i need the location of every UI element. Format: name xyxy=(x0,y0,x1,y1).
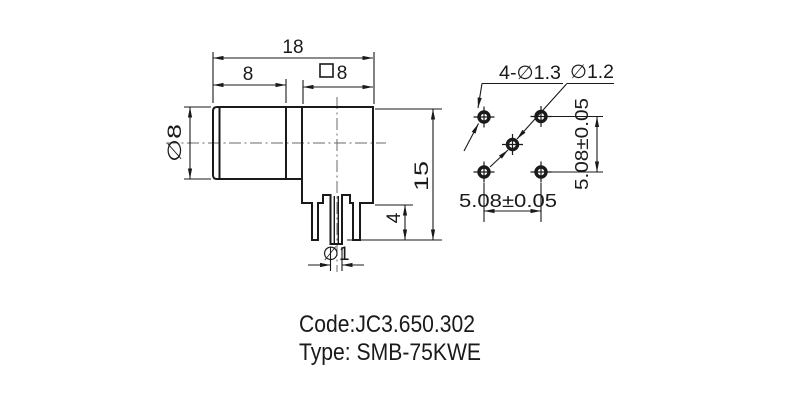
dim-label-barrel-length: 8 xyxy=(243,64,254,85)
dim-label-total-width: 18 xyxy=(282,37,303,58)
part-type-text: Type: SMB-75KWE xyxy=(299,339,481,366)
dim-label-pin-length: 4 xyxy=(384,212,405,223)
title-block: Code:JC3.650.302 Type: SMB-75KWE xyxy=(299,311,481,366)
footprint-dimension-lines xyxy=(483,115,603,222)
leader-arrow xyxy=(477,83,483,109)
dim-label-square-size: 8 xyxy=(337,63,348,84)
right-pin xyxy=(352,202,361,241)
label-corner-holes: 4-∅1.3 xyxy=(499,63,561,84)
dim-label-height: 15 xyxy=(412,161,433,191)
leader-arrow xyxy=(489,149,509,168)
label-vertical-pitch: 5.08±0.05 xyxy=(572,98,592,190)
side-view-dimension-labels: 18 8 8 ∅8 15 4 ∅1 xyxy=(165,37,433,265)
part-code-text: Code:JC3.650.302 xyxy=(299,311,475,338)
pcb-hole-center xyxy=(502,134,523,155)
pcb-hole-bottom-left xyxy=(473,161,495,183)
center-pin-inner-lines xyxy=(333,196,339,243)
footprint-holes xyxy=(473,106,552,183)
dim-label-pin-diameter: ∅1 xyxy=(322,244,349,265)
center-pin xyxy=(329,194,343,245)
body-bottom-edge xyxy=(301,194,374,204)
pcb-hole-top-right xyxy=(530,106,552,127)
side-view-dimension-lines xyxy=(184,52,442,271)
square-symbol-icon xyxy=(319,63,334,78)
dim-label-barrel-diameter: ∅8 xyxy=(165,124,186,162)
label-horizontal-pitch: 5.08±0.05 xyxy=(459,191,557,211)
pcb-hole-bottom-right xyxy=(530,161,552,183)
label-center-hole: ∅1.2 xyxy=(570,62,614,83)
pcb-hole-top-left xyxy=(473,106,495,128)
footprint-leader-lines xyxy=(463,82,614,168)
leader-arrow xyxy=(463,123,479,152)
side-view-centerlines xyxy=(166,97,386,272)
footprint-labels: 4-∅1.3 ∅1.2 5.08±0.05 5.08±0.05 xyxy=(459,62,614,211)
barrel-outline xyxy=(212,106,374,180)
leader-arrow xyxy=(516,83,567,140)
left-pin xyxy=(311,202,319,241)
side-view-outline xyxy=(212,106,374,245)
